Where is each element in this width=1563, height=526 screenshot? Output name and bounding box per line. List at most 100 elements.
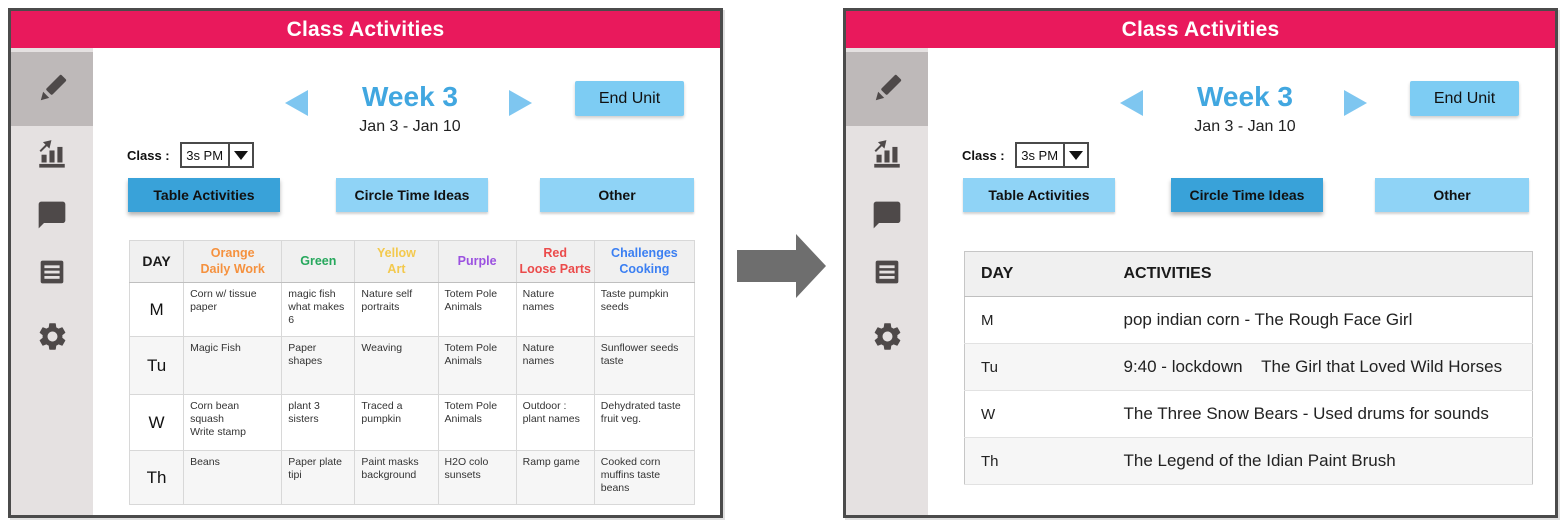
class-label: Class : [962, 147, 1005, 163]
class-select[interactable]: 3s PM [1014, 142, 1089, 168]
activity-cell: Dehydrated taste fruit veg. [593, 394, 696, 451]
chat-bubble-icon [871, 199, 903, 231]
activity-cell: H2O colo sunsets [437, 450, 517, 505]
activity-cell: Nature self portraits [354, 282, 439, 337]
activity-cell: Paper shapes [281, 336, 356, 395]
tab-other[interactable]: Other [540, 178, 694, 212]
activity-cell: Nature names [515, 336, 595, 395]
table-row-wednesday: W Corn bean squash Write stamp plant 3 s… [128, 394, 696, 451]
chevron-down-icon [1068, 150, 1083, 160]
sidebar-item-messages[interactable] [11, 197, 93, 233]
table-row-tuesday: Tu 9:40 - lockdown The Girl that Loved W… [964, 343, 1533, 391]
class-select-value: 3s PM [1021, 147, 1059, 163]
sidebar-item-notes[interactable] [11, 254, 93, 290]
next-week-button[interactable] [1344, 90, 1367, 116]
class-select[interactable]: 3s PM [179, 142, 254, 168]
gear-icon [871, 320, 904, 353]
day-cell: Th [964, 437, 1108, 485]
next-week-button[interactable] [509, 90, 532, 116]
column-header-day: DAY [964, 251, 1108, 297]
activity-cell: pop indian corn - The Rough Face Girl [1107, 296, 1533, 344]
activity-cell: Magic Fish [183, 336, 283, 395]
table-activities-grid: DAY Orange Daily Work Green Yellow Art P… [128, 240, 696, 505]
column-header-yellow-art: Yellow Art [354, 240, 439, 283]
sidebar-item-edit[interactable] [11, 52, 93, 126]
activity-cell: Corn bean squash Write stamp [183, 394, 283, 451]
pencil-icon [868, 70, 906, 108]
transition-arrow [737, 234, 827, 298]
app-panel-table-activities-view: Class Activities [8, 8, 723, 518]
app-title: Class Activities [286, 17, 445, 41]
day-cell: W [964, 390, 1108, 438]
bar-chart-icon [870, 137, 904, 171]
activity-cell: Taste pumpkin seeds [593, 282, 696, 337]
day-cell: Tu [964, 343, 1108, 391]
activity-cell: 9:40 - lockdown The Girl that Loved Wild… [1107, 343, 1533, 391]
sidebar-item-stats[interactable] [846, 136, 928, 172]
sidebar-item-notes[interactable] [846, 254, 928, 290]
day-cell: M [128, 282, 185, 337]
day-cell: Th [128, 450, 185, 505]
activity-cell: Traced a pumpkin [354, 394, 439, 451]
dropdown-button[interactable] [227, 144, 252, 166]
prev-week-button[interactable] [1120, 90, 1143, 116]
day-cell: M [964, 296, 1108, 344]
sidebar [11, 48, 93, 515]
activity-cell: Outdoor : plant names [515, 394, 595, 451]
app-titlebar: Class Activities [11, 11, 720, 48]
week-date-range: Jan 3 - Jan 10 [359, 118, 461, 135]
activity-cell: Totem Pole Animals [437, 394, 517, 451]
tab-table-activities[interactable]: Table Activities [963, 178, 1115, 212]
activity-cell: Totem Pole Animals [437, 336, 517, 395]
sidebar-item-messages[interactable] [846, 197, 928, 233]
column-header-day: DAY [128, 240, 185, 283]
tab-circle-time-ideas[interactable]: Circle Time Ideas [336, 178, 488, 212]
tab-other[interactable]: Other [1375, 178, 1529, 212]
activity-cell: The Three Snow Bears - Used drums for so… [1107, 390, 1533, 438]
dropdown-button[interactable] [1062, 144, 1087, 166]
tab-circle-time-ideas[interactable]: Circle Time Ideas [1171, 178, 1323, 212]
sidebar-item-settings[interactable] [11, 318, 93, 354]
week-title: Week 3 [1197, 81, 1293, 112]
sidebar-item-edit[interactable] [846, 52, 928, 126]
class-label: Class : [127, 147, 170, 163]
pencil-icon [33, 70, 71, 108]
activity-cell: plant 3 sisters [281, 394, 356, 451]
arrow-shaft [737, 250, 796, 282]
table-row-wednesday: W The Three Snow Bears - Used drums for … [964, 390, 1533, 438]
table-header-row: DAY Orange Daily Work Green Yellow Art P… [128, 240, 696, 283]
end-unit-button[interactable]: End Unit [575, 81, 684, 116]
circle-time-list: DAY ACTIVITIES M pop indian corn - The R… [964, 251, 1533, 485]
day-cell: W [128, 394, 185, 451]
day-cell: Tu [128, 336, 185, 395]
column-header-red-loose-parts: Red Loose Parts [515, 240, 595, 283]
column-header-activities: ACTIVITIES [1107, 251, 1533, 297]
table-row-thursday: Th The Legend of the Idian Paint Brush [964, 437, 1533, 485]
table-row-thursday: Th Beans Paper plate tipi Paint masks ba… [128, 450, 696, 505]
bar-chart-icon [35, 137, 69, 171]
table-header-row: DAY ACTIVITIES [964, 251, 1533, 297]
activity-cell: Beans [183, 450, 283, 505]
activity-cell: Weaving [354, 336, 439, 395]
activity-cell: Sunflower seeds taste [593, 336, 696, 395]
end-unit-button[interactable]: End Unit [1410, 81, 1519, 116]
table-row-tuesday: Tu Magic Fish Paper shapes Weaving Totem… [128, 336, 696, 395]
sidebar-item-settings[interactable] [846, 318, 928, 354]
column-header-green: Green [281, 240, 356, 283]
app-panel-circle-time-view: Class Activities [843, 8, 1558, 518]
week-title: Week 3 [362, 81, 458, 112]
class-selector-row: Class : 3s PM [127, 142, 254, 168]
week-date-range: Jan 3 - Jan 10 [1194, 118, 1296, 135]
prev-week-button[interactable] [285, 90, 308, 116]
table-row-monday: M pop indian corn - The Rough Face Girl [964, 296, 1533, 344]
app-titlebar: Class Activities [846, 11, 1555, 48]
activity-cell: Cooked corn muffins taste beans [593, 450, 696, 505]
activity-cell: The Legend of the Idian Paint Brush [1107, 437, 1533, 485]
tab-table-activities[interactable]: Table Activities [128, 178, 280, 212]
sidebar [846, 48, 928, 515]
activity-cell: magic fish what makes 6 [281, 282, 356, 337]
activity-cell: Totem Pole Animals [437, 282, 517, 337]
sidebar-item-stats[interactable] [11, 136, 93, 172]
activity-cell: Paper plate tipi [281, 450, 356, 505]
